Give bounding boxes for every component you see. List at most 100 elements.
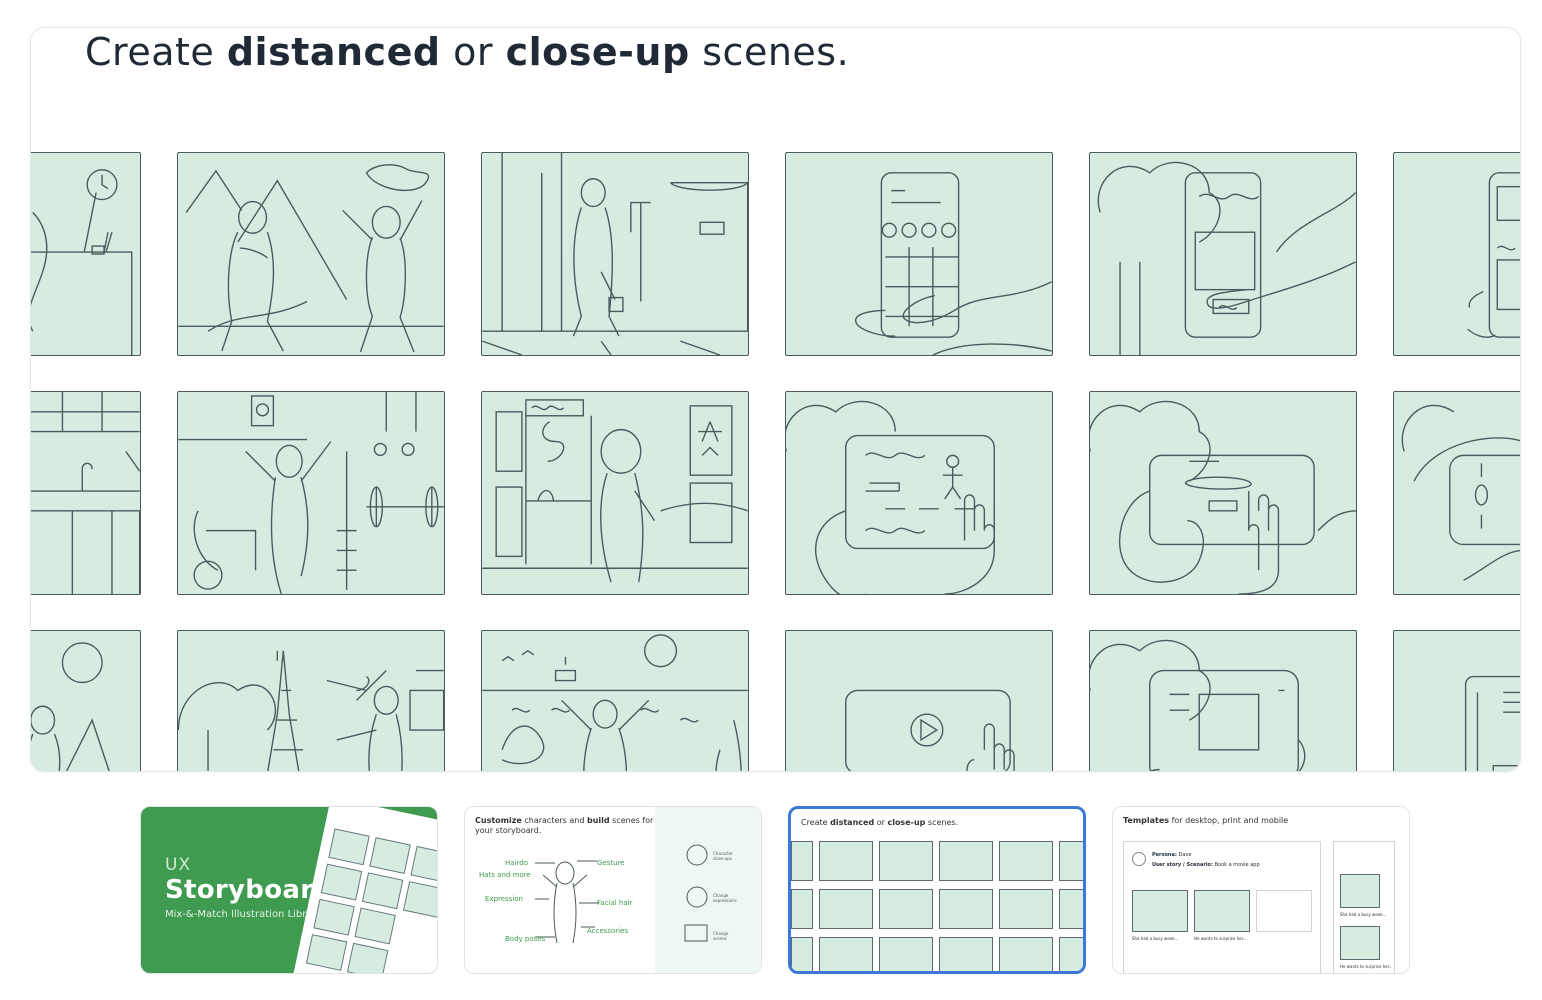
title-bold: close-up — [887, 818, 926, 827]
character-diagram — [535, 844, 708, 944]
title-text: scenes for your storyboard. — [475, 816, 654, 836]
mini-scene-panel — [1059, 841, 1083, 881]
cover-sheet-cell — [402, 881, 437, 918]
headline-part: scenes. — [689, 30, 850, 74]
thumbnail-customize[interactable]: Customize characters and build scenes fo… — [464, 806, 762, 974]
cover-sheet-cell — [410, 845, 437, 883]
page-title: Create distanced or close-up scenes. — [85, 30, 849, 74]
thumbnail-scenes[interactable]: Create distanced or close-up scenes. — [788, 806, 1086, 974]
label-gesture: Gesture — [597, 859, 625, 867]
storyboard-grid — [31, 152, 1520, 771]
mini-scene-panel — [879, 937, 933, 971]
persona-name: Dave — [1178, 852, 1192, 858]
mini-scene-panel — [939, 889, 993, 929]
cover-title: Storyboard — [165, 875, 333, 905]
mini-scene-panel — [999, 937, 1053, 971]
title-text: for desktop, print and mobile — [1169, 816, 1289, 825]
mini-scene-panel — [1059, 937, 1083, 971]
scene-panel-phone-grid — [785, 152, 1053, 356]
scene-panel-street — [481, 152, 749, 356]
desktop-template: Persona: Dave User story / Scenario: Boo… — [1123, 841, 1321, 973]
story-label: User story / Scenario: — [1152, 862, 1213, 868]
scene-panel-video — [785, 630, 1053, 771]
story-row: User story / Scenario: Book a movie app — [1152, 862, 1260, 868]
label-body-poses: Body poses — [505, 935, 546, 943]
scene-panel-monitor — [1393, 630, 1520, 771]
cover-sheet-cell — [320, 863, 363, 901]
caption: He wants to surprise her... — [1340, 964, 1393, 969]
thumbnail-cover[interactable]: UX Storyboard Mix-&-Match Illustration L… — [140, 806, 438, 974]
thumbnail-title: Templates for desktop, print and mobile — [1123, 816, 1303, 826]
main-preview: Create distanced or close-up scenes. — [30, 27, 1521, 772]
caption: She had a busy week... — [1340, 912, 1387, 917]
scene-panel-gym — [177, 391, 445, 595]
scene-panel-phone-landscape — [1393, 391, 1520, 595]
title-bold: distanced — [830, 818, 875, 827]
avatar — [1132, 852, 1146, 866]
headline-bold: distanced — [226, 30, 441, 74]
scene-panel-pyramid — [31, 630, 141, 771]
title-text: characters and — [521, 816, 587, 825]
mini-scene-panel — [791, 889, 813, 929]
thumbnail-title: Create distanced or close-up scenes. — [801, 818, 981, 828]
scene-panel-tablet-tap — [1089, 391, 1357, 595]
cover-sheet-graphic — [289, 807, 437, 973]
scene-panel-tablet-portrait — [1089, 630, 1357, 771]
headline-part: or — [440, 30, 506, 74]
cover-sheet-cell — [361, 872, 404, 910]
label-hairdo: Hairdo — [505, 859, 528, 867]
title-text: or — [874, 818, 888, 827]
scene-panel-shop — [481, 391, 749, 595]
mini-scene-panel — [819, 937, 873, 971]
scene-panel-phone-partial — [1393, 152, 1520, 356]
label-close-ups: Character close-ups — [713, 851, 733, 861]
persona-label: Persona: — [1152, 852, 1177, 858]
scene-panel-park — [177, 152, 445, 356]
mini-scene-panel — [879, 889, 933, 929]
label-expression: Expression — [485, 895, 523, 903]
cover-sheet-cell — [369, 837, 411, 874]
label-accessories: Accessories — [587, 927, 629, 935]
scene-panel-phone-tree — [1089, 152, 1357, 356]
scene-panel-office — [31, 152, 141, 356]
mini-scene-panel — [1194, 890, 1250, 932]
label-change-expressions: Change expressions — [713, 893, 737, 903]
mini-scene-panel — [999, 889, 1053, 929]
mini-scene-panel — [819, 841, 873, 881]
mini-scene-panel — [1059, 889, 1083, 929]
caption: He wants to surprise her... — [1194, 936, 1247, 941]
mini-scene-panel — [791, 841, 813, 881]
title-text: Create — [801, 818, 831, 827]
cover-sheet-cell — [354, 907, 396, 945]
thumb-side-panel — [655, 807, 761, 973]
mini-scene-panel — [939, 937, 993, 971]
caption: She had a busy week... — [1132, 936, 1179, 941]
label-change-scenes: Change scenes — [713, 931, 729, 941]
slide-thumbnails: UX Storyboard Mix-&-Match Illustration L… — [140, 806, 1412, 974]
title-bold: Customize — [475, 816, 522, 825]
mobile-template: She had a busy week... He wants to surpr… — [1333, 841, 1395, 973]
title-text: scenes. — [925, 818, 959, 827]
headline-part: Create — [85, 30, 227, 74]
mini-scene-panel — [999, 841, 1053, 881]
mini-scene-panel — [791, 937, 813, 971]
cover-sheet-cell — [328, 828, 370, 866]
label-hats: Hats and more — [479, 871, 531, 879]
title-bold: Templates — [1123, 816, 1170, 825]
mini-scene-panel — [939, 841, 993, 881]
thumbnail-templates[interactable]: Templates for desktop, print and mobile … — [1112, 806, 1410, 974]
mini-scene-panel — [879, 841, 933, 881]
headline-bold: close-up — [505, 30, 690, 74]
mini-scene-panel — [819, 889, 873, 929]
scene-panel-beach — [481, 630, 749, 771]
scene-panel-tablet-draw — [785, 391, 1053, 595]
label-facial-hair: Facial hair — [597, 899, 633, 907]
mini-scene-panel — [1340, 874, 1380, 908]
cover-sheet-cell — [313, 898, 355, 936]
mini-scene-panel — [1340, 926, 1380, 960]
thumbnail-title: Customize characters and build scenes fo… — [475, 816, 655, 837]
cover-sheet-cell — [346, 942, 389, 973]
story-text: Book a movie app — [1214, 862, 1260, 868]
title-bold: build — [586, 816, 610, 825]
persona-row: Persona: Dave — [1152, 852, 1191, 858]
